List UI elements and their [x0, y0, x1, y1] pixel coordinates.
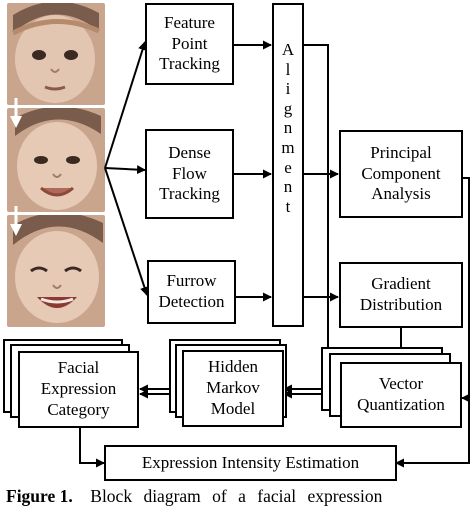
gradient-distribution-block: [339, 262, 463, 328]
vector-quantization-block: [340, 362, 462, 428]
facial-expression-category-block: [18, 351, 139, 428]
figure-caption: Figure 1. Block diagram of a facial expr…: [6, 486, 474, 507]
pca-block: [339, 130, 463, 218]
alignment-letter: t: [285, 196, 291, 216]
hmm-block: [182, 350, 284, 427]
feature-point-tracking-block: [145, 3, 234, 85]
face-image-laugh: [7, 215, 105, 327]
expression-intensity-block: [104, 445, 397, 481]
face-image-neutral: [7, 3, 105, 105]
face-image-smile: [7, 108, 105, 212]
furrow-detection-block: [147, 260, 236, 324]
figure-caption-label: Figure 1.: [6, 486, 73, 506]
alignment-letter: A: [281, 40, 295, 59]
alignment-letter: l: [285, 59, 291, 79]
alignment-letter: g: [283, 98, 293, 118]
alignment-letter: e: [284, 157, 292, 177]
figure-caption-text: Block diagram of a facial expression: [90, 486, 383, 506]
alignment-letter: m: [281, 137, 295, 157]
alignment-letter: i: [285, 79, 291, 99]
alignment-letter: n: [283, 177, 293, 197]
alignment-letter: n: [283, 118, 293, 138]
expression-intensity-label: Expression Intensity Estimation: [141, 452, 360, 472]
alignment-block: [272, 3, 304, 327]
dense-flow-tracking-block: [145, 129, 234, 219]
